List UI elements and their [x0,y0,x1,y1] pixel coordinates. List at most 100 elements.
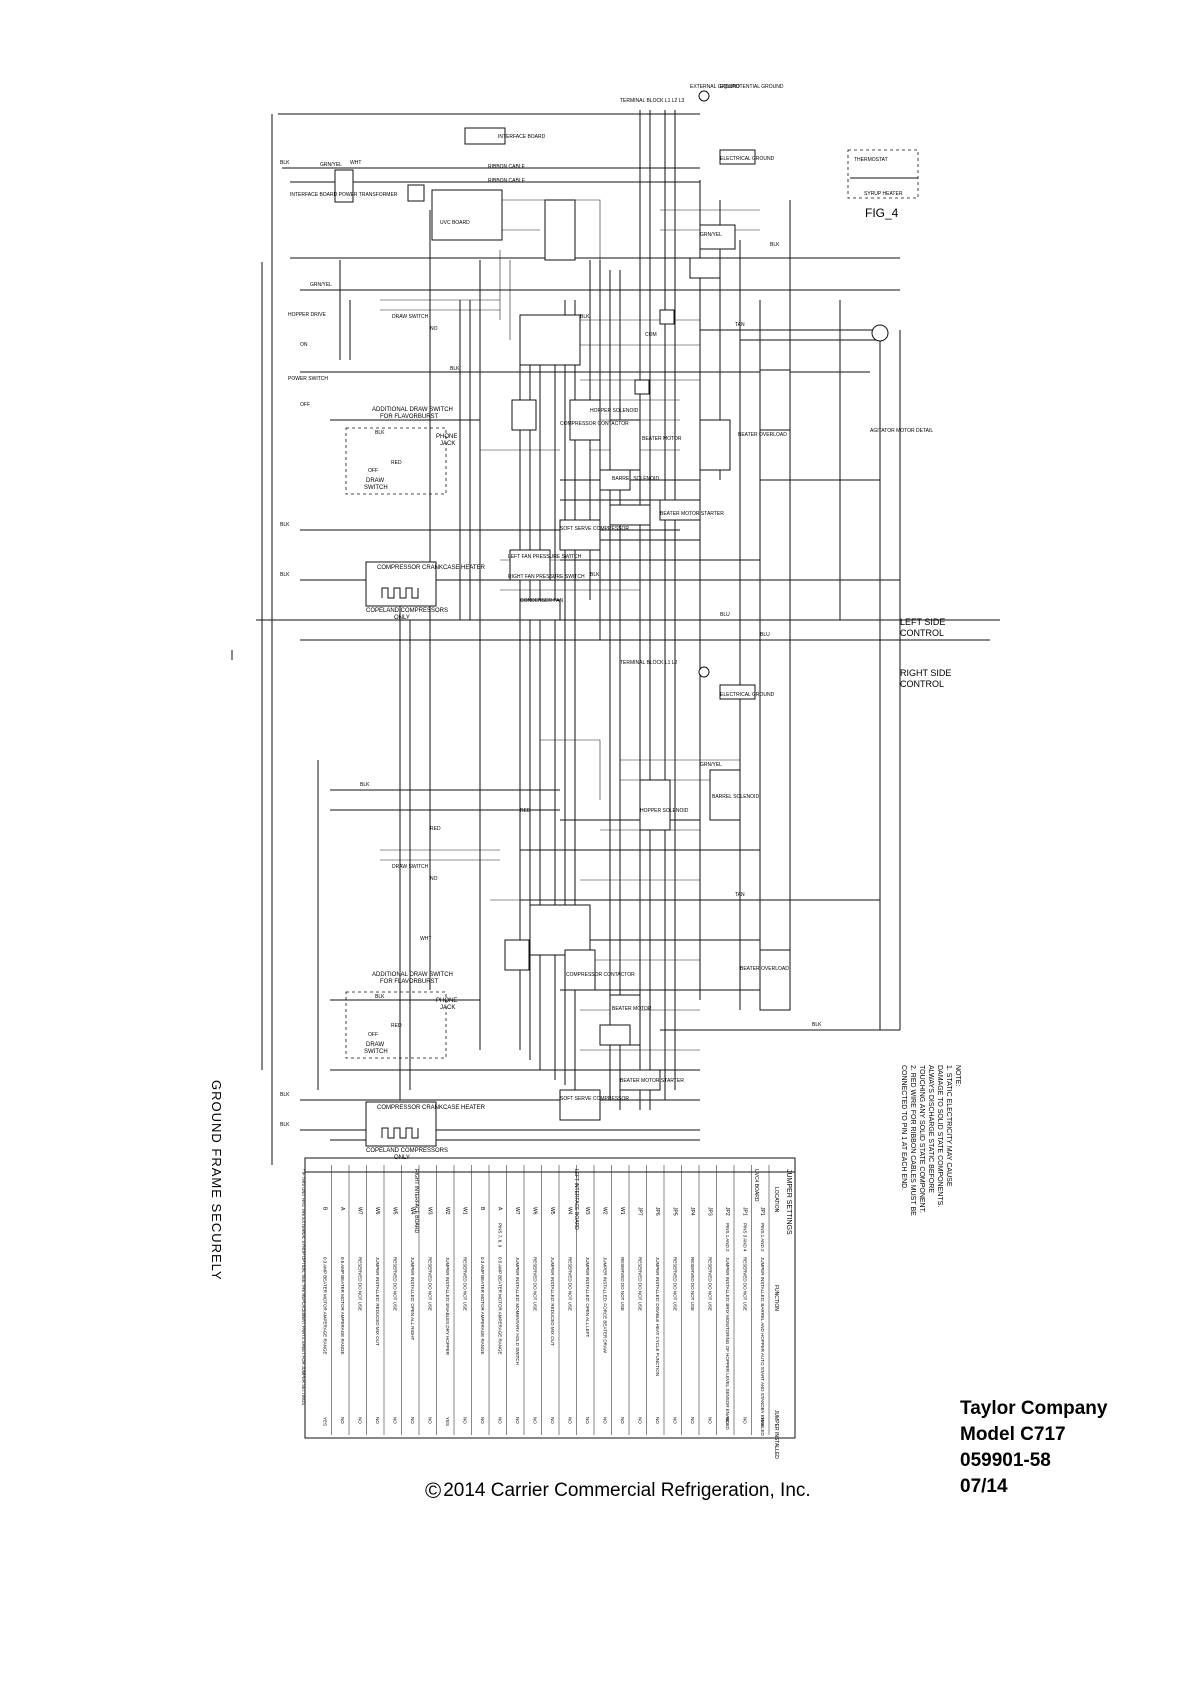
jumper-row-function: RESERVED DO NOT USE [673,1257,678,1311]
svg-text:INTERFACE BOARD: INTERFACE BOARD [498,134,546,140]
svg-text:TAN: TAN [735,322,745,328]
right-harness-block [529,904,591,956]
jumper-row-installed: NO [498,1417,503,1424]
jumper-row-function: 0.3 AMP BEATER MOTOR AMPERAGE RANGE [323,1257,328,1355]
jumper-row-installed: NO [463,1417,468,1424]
svg-text:BLK: BLK [280,572,290,578]
jumper-row-pins: PINS 3 AND 4 [743,1223,748,1252]
svg-text:HOPPER DRIVE: HOPPER DRIVE [288,312,326,318]
svg-text:DRAW: DRAW [366,478,384,484]
svg-text:ONLY: ONLY [394,1155,410,1161]
jumper-row-pins: PINS 1 AND 2 [760,1223,765,1252]
svg-text:GRN/YEL: GRN/YEL [310,282,332,288]
jumper-row-function: RESERVED DO NOT USE [533,1257,538,1311]
left-harness-block [519,314,581,366]
right-side-control: RIGHT SIDE CONTROL [900,668,952,689]
jumper-row-id: JP5 [672,1207,678,1216]
jumper-row-function: JUMPER INSTALLED: OPEN ALL RIGHT [410,1257,415,1341]
uvc-board-box [431,189,503,241]
jumper-row-id: W6 [374,1207,380,1215]
svg-text:RED: RED [391,1023,402,1029]
svg-text:EXTERNAL GROUND: EXTERNAL GROUND [690,84,740,90]
jumper-row-installed: YES [760,1417,765,1426]
jumper-row-pins: PINS 1 AND 2 [725,1223,730,1252]
svg-text:CONDENSER FAN: CONDENSER FAN [520,598,563,604]
svg-text:BLK: BLK [360,782,370,788]
svg-text:SWITCH: SWITCH [364,1049,388,1055]
svg-text:ON: ON [300,342,308,348]
svg-text:BEATER MOTOR: BEATER MOTOR [642,436,682,442]
jumper-row-id: W3 [427,1207,433,1215]
compressor-heater-right: COMPRESSOR CRANKCASE HEATER [377,1105,486,1111]
svg-text:EQUIPOTENTIAL GROUND: EQUIPOTENTIAL GROUND [720,84,784,90]
jumper-row-id: B [479,1207,485,1211]
title-model: Model C717 [960,1424,1066,1445]
jumper-row-id: JP7 [637,1207,643,1216]
jumper-row-id: W1 [462,1207,468,1215]
jumper-row-id: JP4 [689,1207,695,1216]
jumper-row-function: RESERVED DO NOT USE [463,1257,468,1311]
jumper-row-installed: NO [568,1417,573,1424]
jumper-row-installed: NO [655,1417,660,1424]
svg-text:SYRUP HEATER: SYRUP HEATER [864,191,903,197]
svg-text:BLK: BLK [280,1092,290,1098]
crankcase-heater-left [365,561,437,607]
jumper-header-location: LOCATION [773,1187,779,1213]
add-draw-switch-right-l1: ADDITIONAL DRAW SWITCH [372,972,453,978]
svg-text:RIGHT FAN PRESSURE SWITCH: RIGHT FAN PRESSURE SWITCH [508,574,585,580]
svg-text:COPELAND COMPRESSORS: COPELAND COMPRESSORS [366,608,448,614]
svg-text:BLK: BLK [812,1022,822,1028]
svg-text:BLU: BLU [760,632,770,638]
svg-text:BLK: BLK [580,314,590,320]
jumper-row-function: RESERVED DO NOT USE [428,1257,433,1311]
svg-text:TAN: TAN [735,892,745,898]
svg-text:JACK: JACK [440,441,455,447]
add-draw-switch-left-l1: ADDITIONAL DRAW SWITCH [372,407,453,413]
jumper-row-id: JP1 [759,1207,765,1216]
svg-text:ELECTRICAL GROUND: ELECTRICAL GROUND [720,692,775,698]
jumper-row-function: JUMPER INSTALLED: ENABLES DRY HOPPER [445,1257,450,1356]
svg-text:COPELAND COMPRESSORS: COPELAND COMPRESSORS [366,1148,448,1154]
svg-text:RED: RED [391,460,402,466]
interface-board-box [464,127,506,145]
jumper-row-function: JUMPER INSTALLED: MOMENTARY HOLD SWITCH [515,1257,520,1365]
svg-text:THERMOSTAT: THERMOSTAT [854,157,888,163]
svg-text:AGITATOR MOTOR DETAIL: AGITATOR MOTOR DETAIL [870,428,933,434]
jumper-row-installed: NO [690,1417,695,1424]
jumper-row-function: RESERVED DO NOT USE [358,1257,363,1311]
svg-text:NO: NO [430,876,438,882]
component-labels: TERMINAL BLOCK L1 L2 L3 EXTERNAL GROUND … [280,84,933,1161]
thermostat-box [847,149,919,199]
svg-text:DRAW SWITCH: DRAW SWITCH [392,314,429,320]
jumper-row-id: W2 [602,1207,608,1215]
svg-text:GRN/YEL: GRN/YEL [700,232,722,238]
jumper-row-installed: NO [603,1417,608,1424]
svg-text:BLK: BLK [280,522,290,528]
jumper-row-id: W7 [357,1207,363,1215]
jumper-row-installed: NO [725,1417,730,1424]
jumper-row-installed: NO [533,1417,538,1424]
jumper-row-id: W3 [584,1207,590,1215]
svg-text:COMPRESSOR CONTACTOR: COMPRESSOR CONTACTOR [560,421,629,427]
svg-text:JACK: JACK [440,1005,455,1011]
svg-text:ONLY: ONLY [394,615,410,621]
jumper-row-id: W2 [444,1207,450,1215]
jumper-row-function: JUMPER INSTALLED: BARREL AND HOPPER AUTO… [760,1257,765,1437]
fig-label: FIG_4 [865,206,899,220]
title-part-number: 059901-58 [960,1450,1051,1471]
crankcase-heater-right [365,1101,437,1147]
jumper-row-installed: NO [673,1417,678,1424]
copyright-symbol: © [425,1478,442,1503]
svg-text:ELECTRICAL GROUND: ELECTRICAL GROUND [720,156,775,162]
jumper-row-installed: NO [393,1417,398,1424]
svg-text:WHT: WHT [350,160,361,166]
svg-text:UVC BOARD: UVC BOARD [440,220,470,226]
jumper-row-installed: NO [743,1417,748,1424]
jumper-row-id: A [497,1207,503,1211]
jumper-row-id: A [339,1207,345,1211]
svg-text:BLK: BLK [770,242,780,248]
svg-text:FOR FLAVORBURST: FOR FLAVORBURST [380,979,439,985]
svg-text:OFF: OFF [300,402,310,408]
jumper-row-id: JP2 [724,1207,730,1216]
